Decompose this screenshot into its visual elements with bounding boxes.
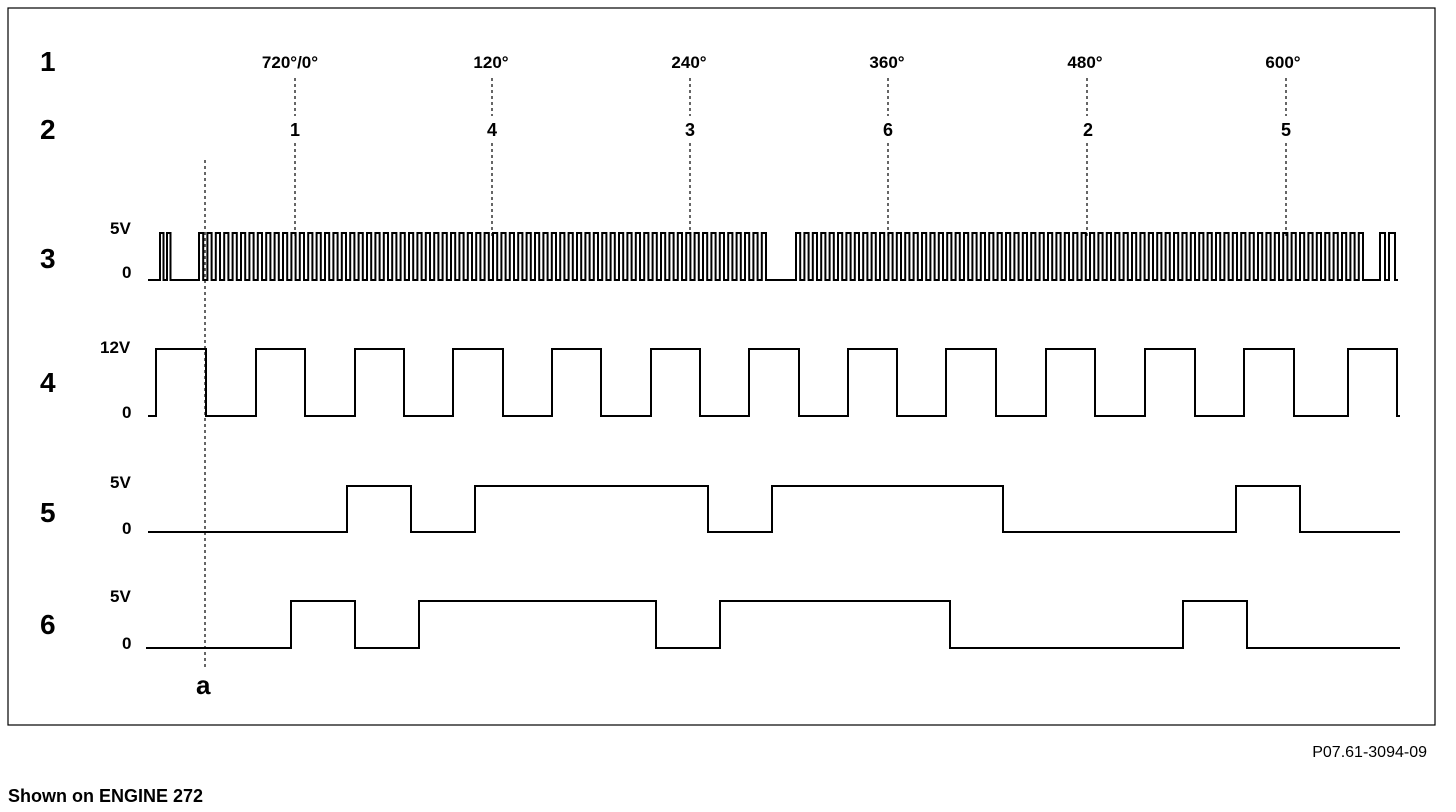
angle-label-600: 600°: [1265, 53, 1300, 72]
row4-high-label: 12V: [100, 338, 131, 357]
row-number-5: 5: [40, 497, 56, 528]
caption: Shown on ENGINE 272: [8, 786, 204, 806]
cylinder-label-1: 1: [290, 120, 300, 140]
reference-marker-label: a: [196, 670, 211, 700]
cylinder-label-6: 5: [1281, 120, 1291, 140]
row-number-6: 6: [40, 609, 56, 640]
angle-label-0: 720°/0°: [262, 53, 318, 72]
cylinder-label-3: 3: [685, 120, 695, 140]
row-number-1: 1: [40, 46, 56, 77]
row5-high-label: 5V: [110, 473, 131, 492]
cylinder-label-5: 2: [1083, 120, 1093, 140]
row3-high-label: 5V: [110, 219, 131, 238]
row-number-3: 3: [40, 243, 56, 274]
figure-id: P07.61-3094-09: [1312, 744, 1427, 761]
row-number-4: 4: [40, 367, 56, 398]
angle-label-240: 240°: [671, 53, 706, 72]
camshaft-signal-1-waveform: [148, 485, 1400, 533]
camshaft-signal-2-waveform: [146, 600, 1400, 649]
row6-low-label: 0: [122, 634, 131, 653]
angle-marker-lines: [294, 78, 1287, 236]
diagram-frame: [7, 7, 1436, 726]
row6-high-label: 5V: [110, 587, 131, 606]
cylinder-label-4: 6: [883, 120, 893, 140]
row4-low-label: 0: [122, 403, 131, 422]
angle-label-360: 360°: [869, 53, 904, 72]
crankshaft-signal-waveform: [148, 232, 1398, 281]
ignition-signal-waveform: [148, 348, 1400, 417]
row5-low-label: 0: [122, 519, 131, 538]
angle-label-480: 480°: [1067, 53, 1102, 72]
cylinder-label-2: 4: [487, 120, 497, 140]
angle-label-120: 120°: [473, 53, 508, 72]
row-number-2: 2: [40, 114, 56, 145]
row3-low-label: 0: [122, 263, 131, 282]
